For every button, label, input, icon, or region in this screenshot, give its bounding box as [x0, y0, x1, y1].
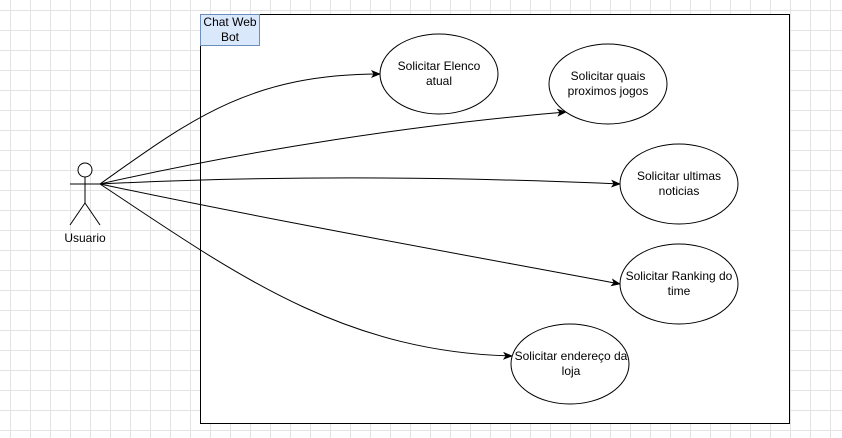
association-arrow-jogos[interactable]	[99, 108, 567, 185]
use-case-loja[interactable]	[510, 323, 630, 405]
actor-usuario[interactable]	[69, 162, 101, 226]
actor-head	[77, 162, 93, 178]
association-arrow-loja[interactable]	[99, 183, 513, 360]
use-case-elenco[interactable]	[379, 33, 499, 115]
association-arrow-noticias[interactable]	[99, 177, 621, 188]
use-case-noticias[interactable]	[619, 143, 739, 225]
association-arrow-ranking[interactable]	[99, 183, 621, 287]
actor-left-leg	[69, 202, 86, 226]
use-case-jogos[interactable]	[548, 43, 668, 125]
use-case-ranking[interactable]	[619, 243, 739, 325]
system-label-tab[interactable]	[200, 14, 260, 46]
association-arrow-elenco[interactable]	[99, 70, 381, 185]
actor-right-leg	[84, 202, 101, 226]
